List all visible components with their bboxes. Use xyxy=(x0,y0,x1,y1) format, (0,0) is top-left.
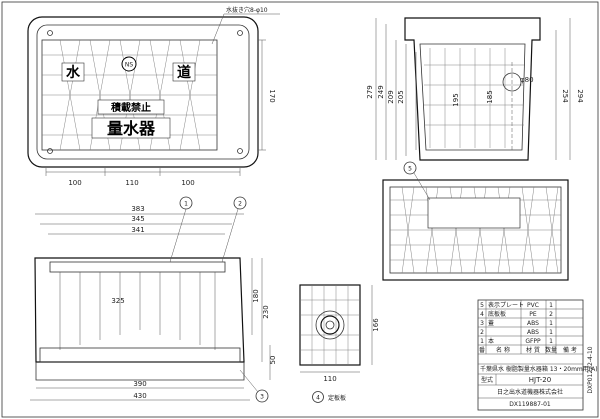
model-number: HJT-20 xyxy=(529,376,551,384)
dim-294: 294 xyxy=(576,89,584,103)
dim-390: 390 xyxy=(133,380,146,388)
top-view-road-text: 道 xyxy=(177,64,191,81)
row1-qty: 1 xyxy=(549,338,553,345)
drawing-number: DX119887-01 xyxy=(509,401,551,408)
company-name: 日之出水道機器株式会社 xyxy=(497,388,563,396)
dim-100-left: 100 xyxy=(68,179,81,187)
row3-mat: ABS xyxy=(527,320,539,327)
dim-279: 279 xyxy=(366,85,374,98)
callout-5: 5 xyxy=(408,166,412,173)
callout-2: 2 xyxy=(238,201,242,208)
dim-341: 341 xyxy=(131,226,144,234)
header-no: 番 xyxy=(479,347,485,354)
base-plate-caption: 定板板 xyxy=(328,394,346,402)
top-view: 水 道 NS 積載禁止 量水器 水抜き穴8-φ10 170 100 110 10… xyxy=(27,6,280,187)
row1-mat: GFPP xyxy=(525,338,541,345)
callout-4: 4 xyxy=(316,395,320,402)
dim-205: 205 xyxy=(397,90,405,103)
header-note: 備 考 xyxy=(563,346,577,354)
dim-325: 325 xyxy=(111,297,124,305)
header-material: 材 質 xyxy=(526,346,540,354)
dim-383: 383 xyxy=(131,205,144,213)
dim-50: 50 xyxy=(269,356,277,365)
no-load-text: 積載禁止 xyxy=(110,101,151,114)
row2-qty: 1 xyxy=(549,329,553,336)
front-view: 383 345 341 325 180 230 50 390 430 1 2 3 xyxy=(30,196,277,403)
display-plate xyxy=(427,197,521,229)
row5-no: 5 xyxy=(480,302,484,309)
row3-no: 3 xyxy=(480,320,484,327)
dim-254: 254 xyxy=(561,89,569,103)
base-plate-view: 166 110 4 定板板 xyxy=(299,284,380,403)
bottom-lattice-view: 5 xyxy=(382,161,569,281)
callout-3: 3 xyxy=(260,394,264,401)
dim-166: 166 xyxy=(372,318,380,332)
header-name: 名 称 xyxy=(496,346,510,354)
dim-phi80: φ80 xyxy=(520,76,534,84)
row5-mat: PVC xyxy=(527,302,539,309)
row1-name: 本 xyxy=(488,337,494,345)
product-name: 千葉県水 樹脂製量水器箱 13・20mm用(A) xyxy=(480,365,598,373)
dim-430: 430 xyxy=(133,392,146,400)
side-code: DXP01222-4-10 xyxy=(587,346,594,393)
row5-name: 表示プレート xyxy=(488,301,524,309)
row4-no: 4 xyxy=(480,311,484,318)
side-view: φ80 279 249 209 205 185 195 254 294 xyxy=(366,17,584,161)
meter-text: 量水器 xyxy=(107,119,156,138)
row4-name: 底板板 xyxy=(488,310,506,318)
row4-qty: 2 xyxy=(549,311,553,318)
row1-no: 1 xyxy=(480,338,484,345)
callout-1: 1 xyxy=(184,201,188,208)
dim-100-right: 100 xyxy=(181,179,194,187)
row2-mat: ABS xyxy=(527,329,539,336)
dim-195: 195 xyxy=(452,93,460,106)
dim-185: 185 xyxy=(486,90,494,103)
logo-mark-text: NS xyxy=(125,62,133,69)
model-label: 型式 xyxy=(481,376,493,384)
row5-qty: 1 xyxy=(549,302,553,309)
parts-table: 5 表示プレート PVC 1 4 底板板 PE 2 3 蓋 ABS 1 2 AB… xyxy=(477,299,598,411)
dim-345: 345 xyxy=(131,215,144,223)
dim-170: 170 xyxy=(268,89,276,102)
dim-180: 180 xyxy=(252,289,260,302)
dim-110: 110 xyxy=(125,179,138,187)
dim-209: 209 xyxy=(387,90,395,103)
row4-mat: PE xyxy=(529,311,537,318)
dim-110-small: 110 xyxy=(323,375,336,383)
row3-qty: 1 xyxy=(549,320,553,327)
row2-no: 2 xyxy=(480,329,484,336)
logo-icon xyxy=(121,56,137,72)
drain-hole-callout: 水抜き穴8-φ10 xyxy=(226,6,268,14)
row3-name: 蓋 xyxy=(488,319,494,327)
top-view-water-text: 水 xyxy=(66,64,81,81)
header-qty: 数量 xyxy=(545,346,557,354)
dim-230: 230 xyxy=(262,305,270,318)
dim-249: 249 xyxy=(377,85,385,98)
